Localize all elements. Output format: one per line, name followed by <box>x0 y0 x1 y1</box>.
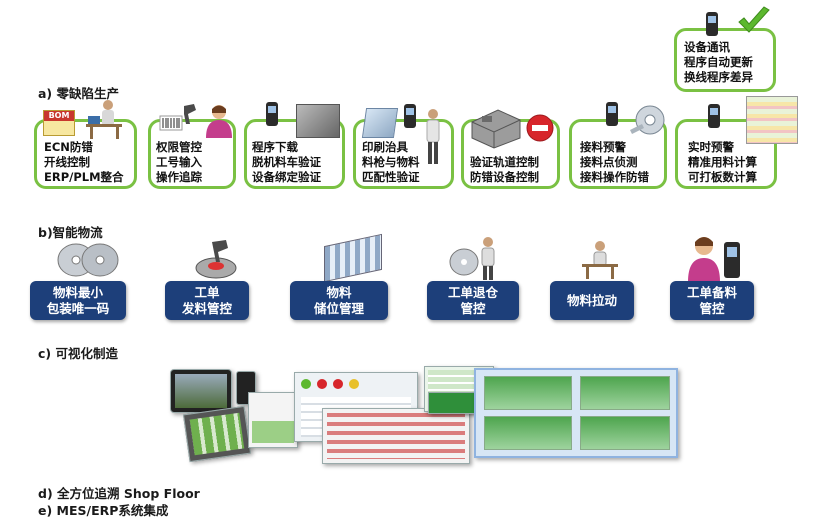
callout-line-1: 设备通讯 <box>684 40 730 54</box>
logistics-button-6-line-1: 工单备料 <box>686 284 737 300</box>
bom-label: BOM <box>44 111 74 121</box>
dashboard-panel-3 <box>322 408 470 464</box>
box7-line-3: 可打板数计算 <box>688 170 757 184</box>
logistics-button-5-line-1: 物料拉动 <box>566 292 617 308</box>
stop-sign-icon <box>526 114 554 142</box>
logistics-button-return: 工单退仓 管控 <box>427 281 519 320</box>
logistics-button-4-line-2: 管控 <box>460 300 486 316</box>
logistics-button-3-line-2: 储位管理 <box>313 300 364 316</box>
dashboard-chart-icon <box>474 368 678 458</box>
box1-line-3: ERP/PLM整合 <box>44 170 124 184</box>
logistics-button-min-package: 物料最小 包装唯一码 <box>30 281 126 320</box>
operator-terminal-icon <box>688 237 740 282</box>
box2-line-2: 工号输入 <box>156 155 202 169</box>
disc-worker-icon <box>449 237 495 280</box>
operator-icon <box>206 105 232 138</box>
feeder-cart-icon <box>296 104 340 138</box>
logistics-button-3-line-1: 物料 <box>326 284 352 300</box>
machine-icon <box>471 109 521 149</box>
box3-line-2: 脱机料车验证 <box>252 155 321 169</box>
section-title-integration: e) MES/ERP系统集成 <box>38 503 169 518</box>
logistics-button-2-line-1: 工单 <box>194 284 220 300</box>
disc-icon <box>57 243 119 277</box>
tablet-icon <box>170 369 232 413</box>
section-title-zero-defect: a) 零缺陷生产 <box>38 86 119 101</box>
handheld-terminal-icon <box>606 102 618 126</box>
bom-document-icon: BOM <box>43 110 75 136</box>
reel-icon <box>630 105 665 135</box>
shelving-icon <box>324 233 382 283</box>
logistics-button-issue-control: 工单 发料管控 <box>165 281 249 320</box>
barcode-scanner-icon <box>159 104 196 131</box>
handheld-terminal-icon <box>404 104 416 128</box>
section-title-visual: c) 可视化制造 <box>38 346 118 361</box>
box7-line-2: 精准用料计算 <box>688 155 757 169</box>
dashboard-panel-1 <box>248 392 298 448</box>
handheld-terminal-icon <box>266 102 278 126</box>
zero-defect-box-7 <box>675 119 777 189</box>
logistics-button-6-line-2: 管控 <box>699 300 725 316</box>
box6-line-3: 接料操作防错 <box>580 170 649 184</box>
box3-line-3: 设备绑定验证 <box>252 170 321 184</box>
box5-line-1: 验证轨道控制 <box>470 155 539 169</box>
logistics-button-storage: 物料 储位管理 <box>290 281 388 320</box>
scanner-reel-icon <box>195 240 237 279</box>
handheld-terminal-icon <box>706 12 718 36</box>
spreadsheet-icon <box>746 96 798 144</box>
box6-line-2: 接料点侦测 <box>580 155 638 169</box>
logistics-button-1-line-1: 物料最小 <box>52 284 103 300</box>
stencil-icon <box>361 108 399 138</box>
box2-line-3: 操作追踪 <box>156 170 202 184</box>
box4-line-2: 料枪与物料 <box>362 155 420 169</box>
tablet-hand-icon <box>182 405 252 463</box>
box2-line-1: 权限管控 <box>156 140 202 154</box>
box4-line-1: 印刷治具 <box>362 140 408 154</box>
logistics-button-pull: 物料拉动 <box>550 281 634 320</box>
worker-icon <box>426 109 440 164</box>
box4-line-3: 匹配性验证 <box>362 170 420 184</box>
section-title-traceability: d) 全方位追溯 Shop Floor <box>38 486 200 501</box>
handheld-terminal-icon <box>708 104 720 128</box>
check-mark-icon <box>738 6 770 33</box>
box5-line-2: 防错设备控制 <box>470 170 539 184</box>
callout-line-2: 程序自动更新 <box>684 55 753 69</box>
worker-desk-icon <box>582 241 618 279</box>
logistics-button-1-line-2: 包装唯一码 <box>46 300 110 316</box>
logistics-button-4-line-1: 工单退仓 <box>447 284 498 300</box>
callout-line-3: 换线程序差异 <box>684 70 753 84</box>
box7-line-1: 实时预警 <box>688 140 734 154</box>
box6-line-1: 接料预警 <box>580 140 626 154</box>
worker-icon <box>86 100 122 139</box>
logistics-button-kitting: 工单备料 管控 <box>670 281 754 320</box>
box1-line-2: 开线控制 <box>44 155 90 169</box>
section-title-logistics: b)智能物流 <box>38 225 103 240</box>
callout-box-equipment <box>674 28 776 92</box>
logistics-button-2-line-2: 发料管控 <box>181 300 232 316</box>
box1-line-1: ECN防错 <box>44 140 93 154</box>
box3-line-1: 程序下载 <box>252 140 298 154</box>
